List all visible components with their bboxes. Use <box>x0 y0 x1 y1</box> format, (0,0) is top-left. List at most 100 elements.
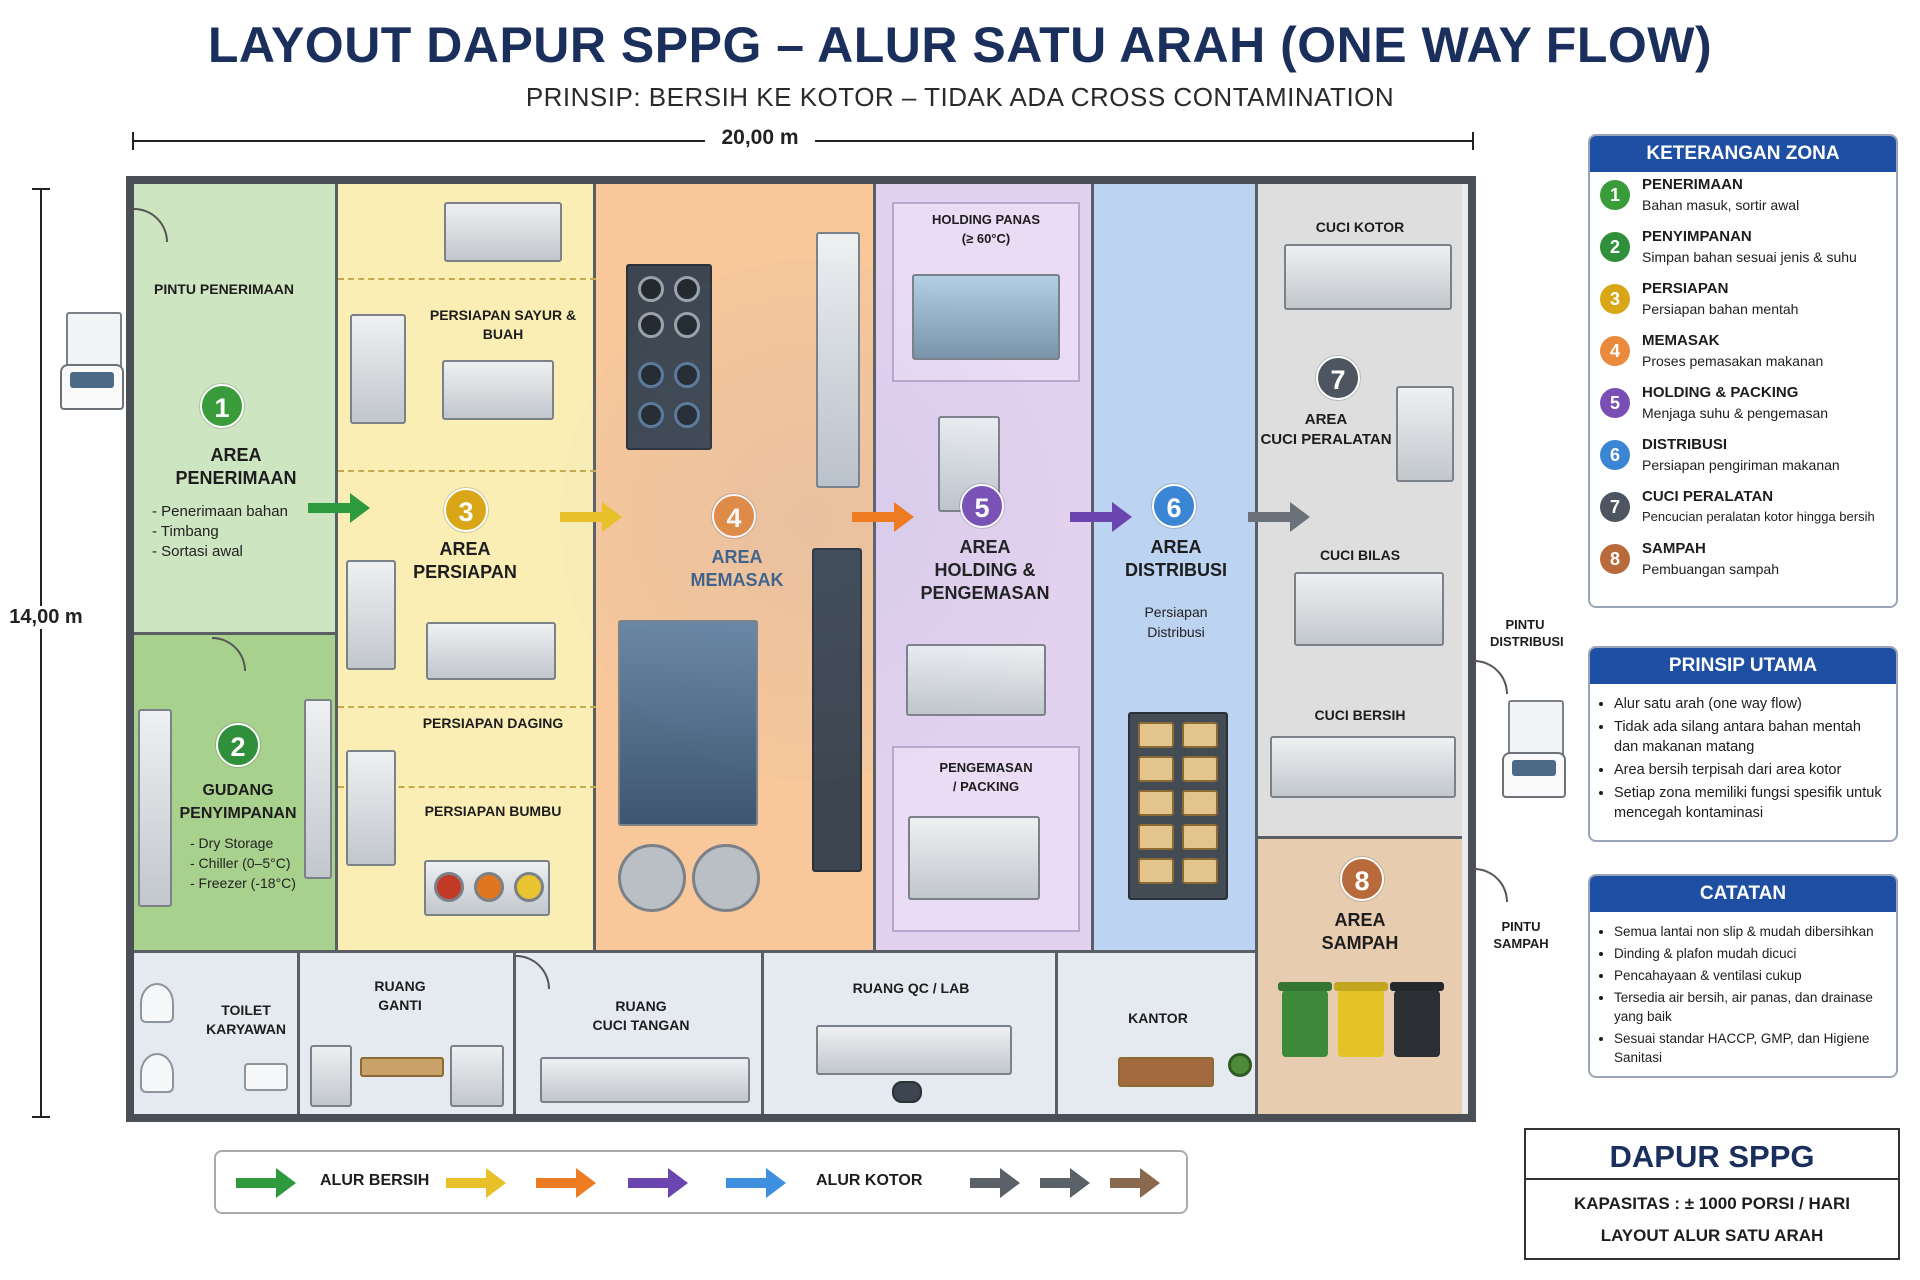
spice-table <box>424 860 550 916</box>
catatan-item: Pencahayaan & ventilasi cukup <box>1614 966 1884 985</box>
locker-right <box>450 1045 504 1107</box>
label-cuci-bersih: CUCI BERSIH <box>1314 707 1406 723</box>
catatan-item: Semua lantai non slip & mudah dibersihka… <box>1614 922 1884 941</box>
legend-alur-bersih: ALUR BERSIH <box>320 1172 430 1189</box>
door-penerimaan-icon <box>134 208 168 242</box>
brand-capacity: KAPASITAS : ± 1000 PORSI / HARI <box>1573 1194 1851 1213</box>
divider-1 <box>338 278 596 280</box>
zone-1-badge: 1 <box>200 384 244 428</box>
clean-wash-sink <box>1270 736 1456 798</box>
packing-table-1 <box>906 644 1046 716</box>
zone-6-badge: 6 <box>1152 484 1196 528</box>
meat-prep-table <box>426 622 556 680</box>
legend-arrow-brown-icon <box>1110 1168 1160 1198</box>
legend-zona-title: KETERANGAN ZONA <box>1590 136 1896 172</box>
prinsip-title: PRINSIP UTAMA <box>1590 648 1896 684</box>
fryer-line <box>812 548 862 872</box>
door-distribusi-icon <box>1474 660 1508 694</box>
width-dimension-label: 20,00 m <box>705 126 815 150</box>
hot-holding-cabinet <box>912 274 1060 360</box>
black-bin-icon <box>1394 989 1440 1057</box>
veg-prep-table <box>350 314 406 424</box>
flow-arrow-purple-icon <box>1070 502 1132 532</box>
room-qc-lab[interactable]: RUANG QC / LAB <box>764 950 1058 1114</box>
flow-legend-bar: ALUR BERSIH ALUR KOTOR <box>214 1150 1188 1214</box>
label-qc-lab: RUANG QC / LAB <box>852 980 970 996</box>
legend-arrow-purple-icon <box>628 1168 688 1198</box>
flow-arrow-green-icon <box>308 493 370 523</box>
zone-2-badge: 2 <box>216 723 260 767</box>
rinse-sink <box>1294 572 1444 646</box>
hand-wash-sinks <box>540 1057 750 1103</box>
label-kantor: KANTOR <box>1128 1010 1188 1026</box>
dirty-wash-sink <box>1284 244 1452 310</box>
legend-alur-kotor: ALUR KOTOR <box>816 1172 923 1189</box>
prinsip-item: Setiap zona memiliki fungsi spesifik unt… <box>1614 783 1884 823</box>
legend-arrow-green-icon <box>236 1168 296 1198</box>
label-pengemasan: PENGEMASAN/ PACKING <box>939 760 1033 794</box>
label-holding-panas: HOLDING PANAS(≥ 60°C) <box>931 212 1041 246</box>
label-cuci-kotor: CUCI KOTOR <box>1315 219 1405 235</box>
brand-box: DAPUR SPPG KAPASITAS : ± 1000 PORSI / HA… <box>1524 1128 1900 1260</box>
catatan-item: Tersedia air bersih, air panas, dan drai… <box>1614 988 1884 1026</box>
door-gudang-icon <box>212 637 246 671</box>
page-title: LAYOUT DAPUR SPPG – ALUR SATU ARAH (ONE … <box>207 17 1713 73</box>
kettle-2-icon <box>692 844 760 912</box>
legend-arrow-yellow-icon <box>446 1168 506 1198</box>
legend-arrow-blue-icon <box>726 1168 786 1198</box>
packing-table-2 <box>908 816 1040 900</box>
stove-top <box>626 264 712 450</box>
flow-arrow-gray-icon <box>1248 502 1310 532</box>
receiving-truck-icon <box>60 312 124 412</box>
label-persiapan-bumbu: PERSIAPAN BUMBU <box>424 803 562 819</box>
zone-7-badge: 7 <box>1316 356 1360 400</box>
prinsip-item: Alur satu arah (one way flow) <box>1614 694 1884 714</box>
locker-left <box>310 1045 352 1107</box>
storage-shelf-right <box>304 699 332 879</box>
meat-sink <box>346 560 396 670</box>
height-dimension-label: 14,00 m <box>6 606 86 629</box>
range-bottom <box>618 620 758 826</box>
prinsip-item: Area bersih terpisah dari area kotor <box>1614 760 1884 780</box>
catatan-title: CATATAN <box>1590 876 1896 912</box>
zone-5-badge: 5 <box>960 484 1004 528</box>
flow-arrow-yellow-icon <box>560 502 622 532</box>
room-kantor[interactable]: KANTOR <box>1058 950 1258 1114</box>
brand-layout: LAYOUT ALUR SATU ARAH <box>1600 1226 1824 1245</box>
dishwasher <box>1396 386 1454 482</box>
toilet-2-icon <box>140 1053 174 1093</box>
bench-icon <box>360 1057 444 1077</box>
distribution-truck-icon <box>1502 700 1566 800</box>
door-sampah-icon <box>1474 868 1508 902</box>
zone-2-items: - Dry Storage- Chiller (0–5°C)- Freezer … <box>190 835 296 891</box>
catatan-panel: CATATAN Semua lantai non slip & mudah di… <box>1588 874 1898 1078</box>
veg-work-table <box>442 360 554 420</box>
label-persiapan-sayur: PERSIAPAN SAYUR & BUAH <box>429 307 577 342</box>
page-subtitle: PRINSIP: BERSIH KE KOTOR – TIDAK ADA CRO… <box>525 82 1395 112</box>
zone-1-items: - Penerimaan bahan- Timbang- Sortasi awa… <box>152 503 288 560</box>
lab-table <box>816 1025 1012 1075</box>
kettle-1-icon <box>618 844 686 912</box>
